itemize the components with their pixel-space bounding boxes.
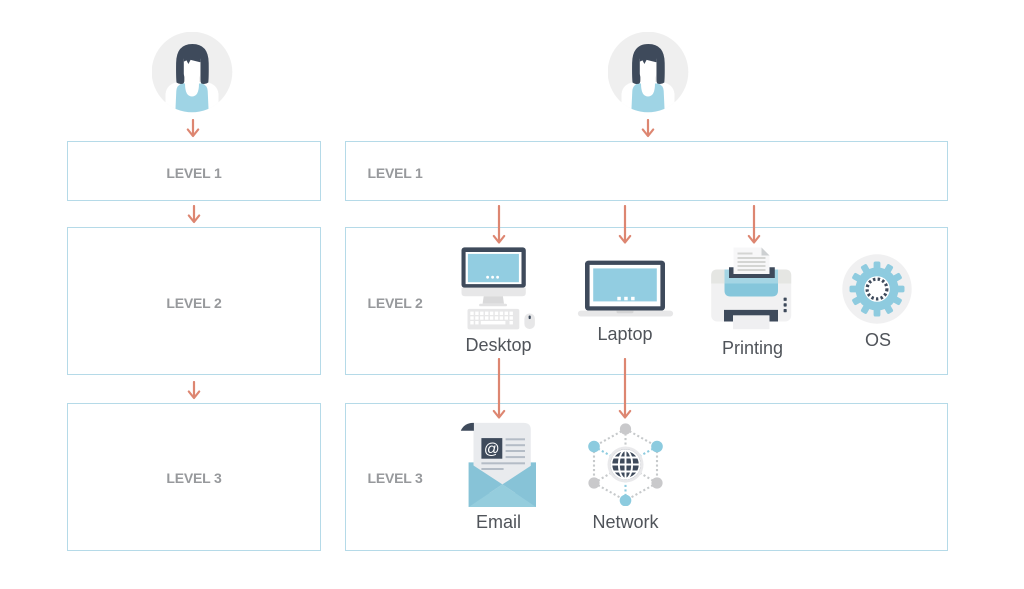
svg-text:@: @	[484, 441, 500, 458]
